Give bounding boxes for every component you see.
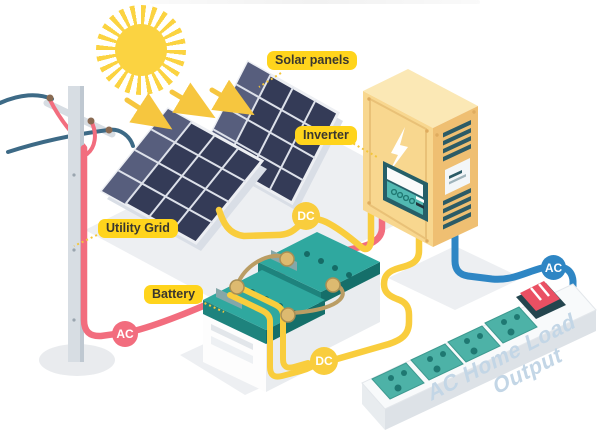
sunlight-arrow-icon xyxy=(124,79,255,130)
inverter-vents xyxy=(443,120,471,230)
grid-wire-blue xyxy=(6,127,135,154)
label-battery: Battery xyxy=(144,285,204,304)
dc-wire-battery xyxy=(227,229,423,380)
badge-ac-grid: AC xyxy=(112,321,138,347)
label-solar-panels: Solar panels xyxy=(267,51,358,70)
badge-dc-solar: DC xyxy=(292,202,320,230)
label-utility-grid: Utility Grid xyxy=(98,219,178,238)
lightning-bolt-icon xyxy=(388,127,408,174)
inverter-sticker xyxy=(445,158,470,195)
sun-icon xyxy=(96,5,186,95)
badge-dc-battery: DC xyxy=(310,347,338,375)
badge-ac-home: AC xyxy=(541,255,566,280)
inverter-screws xyxy=(367,97,476,243)
inverter-display xyxy=(383,161,428,222)
battery-jumper-cables xyxy=(229,251,345,323)
power-outlets xyxy=(371,306,538,400)
power-switch xyxy=(516,281,566,319)
sun-core xyxy=(115,24,167,76)
cropped-text-artifact xyxy=(150,0,480,4)
inverter xyxy=(363,69,478,247)
power-strip xyxy=(361,281,597,430)
label-inverter: Inverter xyxy=(295,126,357,145)
